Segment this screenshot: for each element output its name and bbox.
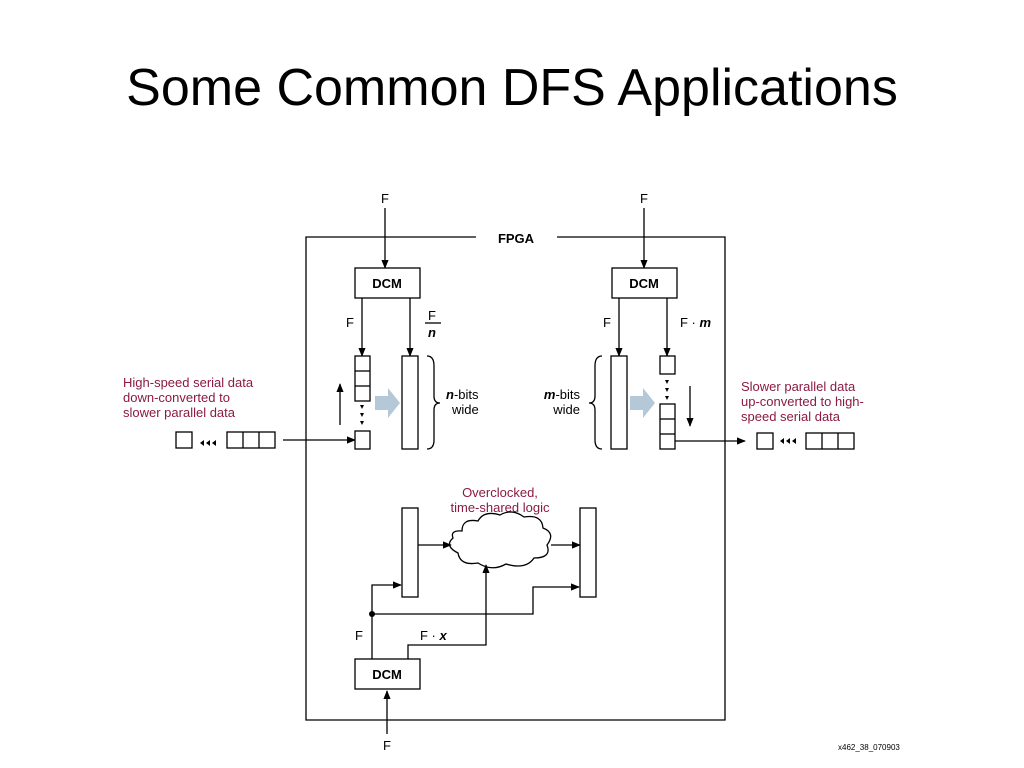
fpga-outline: [305, 236, 726, 721]
left-fraction-denominator: n: [428, 325, 436, 340]
left-transfer-arrow: [375, 388, 400, 418]
left-serial-bit-group: [226, 431, 276, 449]
right-bits-label: m-bits: [544, 387, 581, 402]
left-dcm-box: [354, 267, 421, 299]
right-shift-register-top: [659, 355, 676, 375]
left-bits-brace: [426, 355, 441, 450]
bottom-input-register: [401, 507, 419, 598]
right-note-line-1: Slower parallel data: [741, 379, 856, 394]
left-note-line-3: slower parallel data: [123, 405, 236, 420]
slide-title: Some Common DFS Applications: [126, 59, 898, 117]
right-shift-register-bottom: [659, 403, 676, 450]
right-parallel-register: [610, 355, 628, 450]
cloud-label-line-2: time-shared logic: [451, 500, 550, 515]
bottom-input-clock-label: F: [383, 738, 391, 753]
left-note-line-1: High-speed serial data: [123, 375, 254, 390]
fpga-label: FPGA: [498, 231, 535, 246]
left-serial-bit-single: [175, 431, 193, 449]
left-dcm-label: DCM: [372, 276, 402, 291]
left-input-clock-label: F: [381, 191, 389, 206]
right-note-line-2: up-converted to high-: [741, 394, 864, 409]
left-wide-label: wide: [451, 402, 479, 417]
right-serial-bit-group: [805, 432, 855, 450]
right-wide-label: wide: [552, 402, 580, 417]
right-dcm-label: DCM: [629, 276, 659, 291]
clock-fx-to-cloud: [407, 564, 490, 659]
right-serial-bit-single: [756, 432, 774, 450]
right-clock-f-label: F: [603, 315, 611, 330]
logic-cloud: [448, 511, 552, 569]
bottom-dcm-box: [354, 658, 421, 690]
right-note-line-3: speed serial data: [741, 409, 841, 424]
bottom-clock-fx-label: F · x: [420, 628, 448, 643]
left-note-line-2: down-converted to: [123, 390, 230, 405]
clock-to-output-register: [372, 583, 580, 615]
left-continuation-dots: [360, 405, 364, 425]
right-serial-dots: [780, 438, 796, 444]
left-shift-register-top: [354, 355, 371, 402]
cloud-label-line-1: Overclocked,: [462, 485, 538, 500]
right-dcm-box: [611, 267, 678, 299]
left-fraction-numerator: F: [428, 308, 436, 323]
left-shift-register-bottom: [354, 430, 371, 450]
left-serial-dots: [200, 440, 216, 446]
bottom-output-register: [579, 507, 597, 598]
right-clock-fm-label: F · m: [680, 315, 712, 330]
bottom-dcm-label: DCM: [372, 667, 402, 682]
left-clock-f-label: F: [346, 315, 354, 330]
left-parallel-register: [401, 355, 419, 450]
figure-id: x462_38_070903: [838, 743, 900, 752]
right-input-clock-label: F: [640, 191, 648, 206]
clock-to-input-register: [371, 581, 402, 614]
right-continuation-dots: [665, 380, 669, 400]
bottom-clock-f-label: F: [355, 628, 363, 643]
left-bits-label: n-bits: [446, 387, 479, 402]
right-transfer-arrow: [630, 388, 655, 418]
right-bits-brace: [588, 355, 603, 450]
